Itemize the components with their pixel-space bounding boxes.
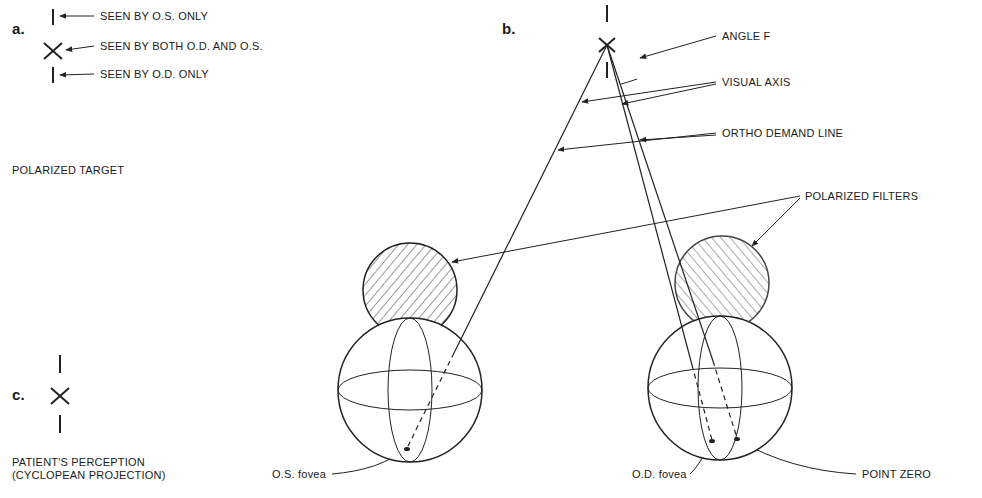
- leader-lines: [60, 16, 856, 474]
- label: VISUAL AXIS: [720, 76, 792, 89]
- label: O.S. fovea: [270, 468, 328, 481]
- label: b.: [500, 22, 518, 35]
- label: ANGLE F: [720, 30, 772, 43]
- label: ORTHO DEMAND LINE: [720, 127, 845, 140]
- eyeballs: [338, 316, 792, 462]
- label: O.D. fovea: [630, 468, 689, 481]
- label: SEEN BY BOTH O.D. AND O.S.: [98, 40, 265, 53]
- fovea-marks: [404, 437, 740, 451]
- label: POINT ZERO: [860, 468, 933, 481]
- label: a.: [10, 22, 27, 35]
- label: c.: [10, 388, 27, 401]
- sight-lines: [407, 45, 737, 448]
- label: SEEN BY O.S. ONLY: [98, 10, 210, 23]
- label: SEEN BY O.D. ONLY: [98, 68, 211, 81]
- label: PATIENT'S PERCEPTION (CYCLOPEAN PROJECTI…: [10, 456, 194, 482]
- target-marks: [44, 5, 615, 433]
- label: POLARIZED FILTERS: [803, 190, 920, 203]
- label: POLARIZED TARGET: [10, 164, 126, 177]
